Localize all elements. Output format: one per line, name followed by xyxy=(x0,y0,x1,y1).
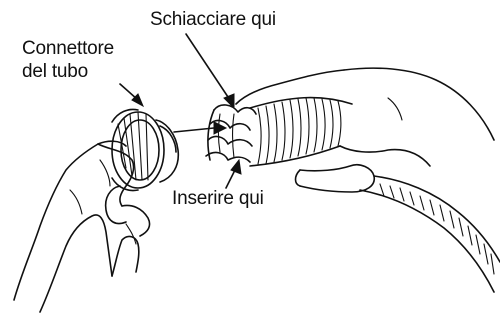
right-hand xyxy=(236,68,494,192)
insert-label: Inserire qui xyxy=(172,188,264,210)
squeeze-leader-arrow xyxy=(186,34,234,108)
left-hand xyxy=(14,141,150,312)
connector-label-line2: del tubo xyxy=(22,61,88,83)
connector-label-line1: Connettore xyxy=(22,38,114,60)
squeeze-label: Schiacciare qui xyxy=(150,9,276,31)
connector-leader-arrow xyxy=(120,84,143,106)
corrugated-hose xyxy=(250,98,352,166)
trailing-hose xyxy=(360,176,500,292)
insert-leader-arrow xyxy=(226,160,241,188)
hose-connector xyxy=(112,110,178,191)
